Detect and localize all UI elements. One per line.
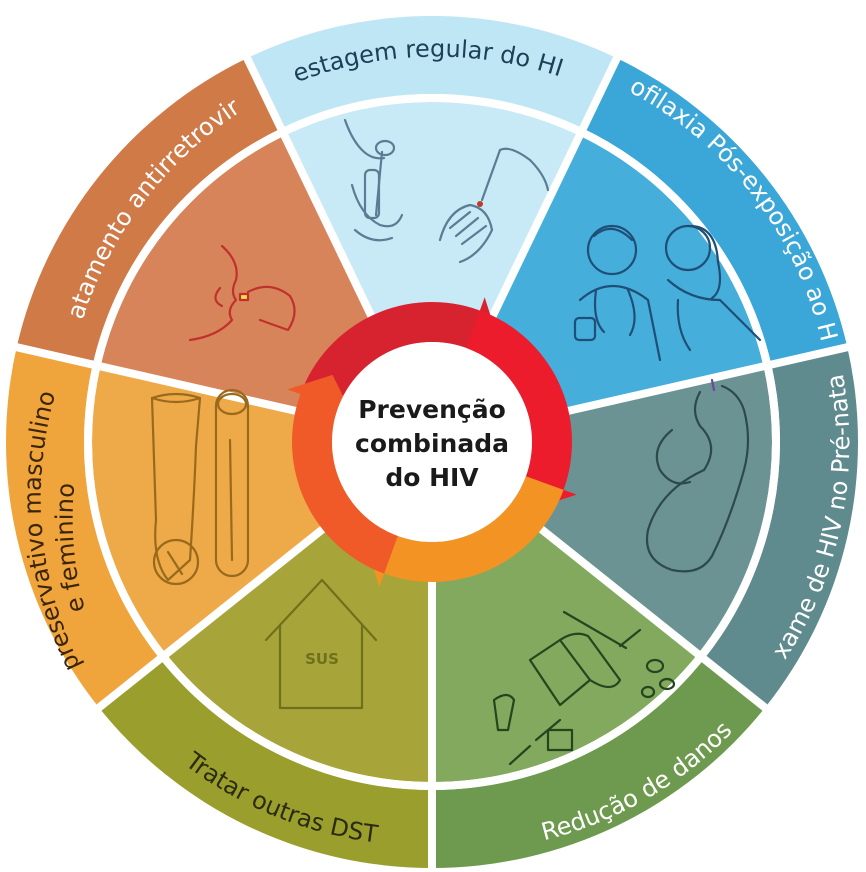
taking-pill-icon xyxy=(188,244,296,342)
outer-ring xyxy=(6,16,858,868)
hiv-self-test-icon xyxy=(343,118,550,264)
arrow-top xyxy=(300,297,500,408)
outer-band-testagem xyxy=(247,16,617,129)
outer-band-preservativo xyxy=(6,347,160,708)
sus-clinic-house-icon: SUS xyxy=(264,578,378,710)
outer-band-exame-prenatal xyxy=(704,347,858,708)
outer-band-antirretroviral xyxy=(16,58,282,365)
condoms-icon xyxy=(150,388,250,586)
doctor-consultation-icon xyxy=(573,224,762,362)
center-title-line-2: combinada xyxy=(355,429,509,458)
harm-reduction-kit-icon xyxy=(492,610,676,766)
pregnant-woman-icon xyxy=(645,378,750,573)
outer-band-reducao-danos xyxy=(432,658,766,868)
sus-label: SUS xyxy=(305,650,339,668)
center-circle xyxy=(332,342,532,542)
arrow-bottom xyxy=(364,476,564,587)
outer-band-profilaxia xyxy=(582,58,848,365)
center-title-line-1: Prevenção xyxy=(358,395,506,424)
cycle-arrows xyxy=(287,297,577,587)
arrow-left xyxy=(287,374,398,574)
arrow-right xyxy=(466,310,577,510)
wedge-testagem xyxy=(284,102,580,443)
ring-gap xyxy=(84,94,780,790)
outer-band-tratar-dst xyxy=(98,658,432,868)
center-title-line-3: do HIV xyxy=(385,463,479,492)
